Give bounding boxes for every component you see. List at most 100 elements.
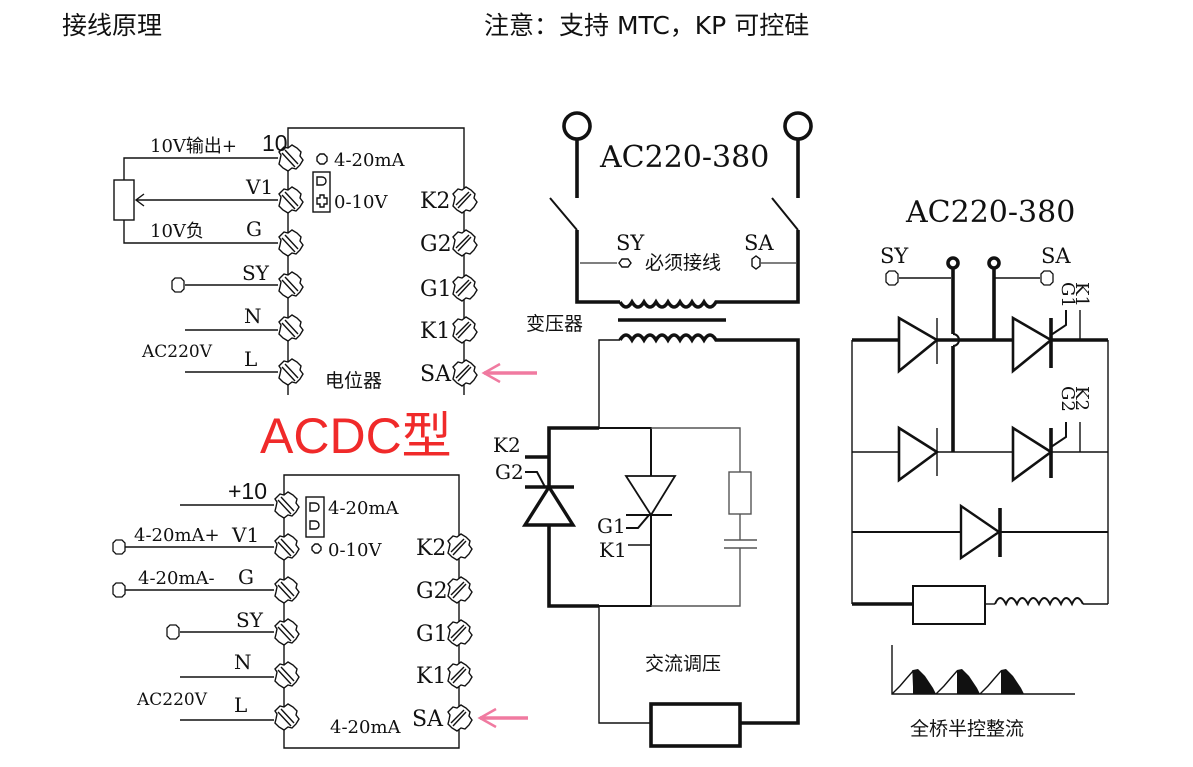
controller-board-bottom: +10 V1 G SY N L 4-20mA+ 4-20mA- AC220V 4… <box>112 474 528 749</box>
bridge-sy-label: SY <box>880 244 909 268</box>
scr-t2-symbol <box>1011 425 1054 483</box>
terminal-label-sa: SA <box>412 707 444 732</box>
plug-sy-icon <box>166 624 180 640</box>
jumper-option-0-10v: 0-10V <box>328 540 382 561</box>
ac-voltage-regulator-circuit: AC220-380 SY SA 必须接线 变压器 K2 G2 <box>493 111 813 748</box>
terminal-l <box>278 358 304 386</box>
terminal-label-g2: G2 <box>420 232 452 257</box>
jumper-pin-icon <box>311 543 322 554</box>
diode-d2-symbol <box>897 425 940 483</box>
scr1-symbol <box>624 475 677 517</box>
potentiometer <box>113 179 135 221</box>
diagram-title: 接线原理 <box>62 11 162 40</box>
rectified-waveform-plot <box>891 645 1075 695</box>
waveform-conduction-area <box>957 669 980 694</box>
compatibility-note: 注意：支持 MTC，KP 可控硅 <box>484 11 809 40</box>
terminal-g2 <box>452 229 478 257</box>
terminal-label-sy: SY <box>236 608 264 632</box>
terminal-label-k2: K2 <box>416 536 446 561</box>
secondary-lead-left <box>598 339 620 428</box>
scr-t2-g2-label: G2 <box>1057 386 1078 412</box>
sa-label: SA <box>744 231 774 255</box>
scr-t1-gate-lead <box>1050 310 1067 336</box>
scr-t2-gate-lead <box>1050 422 1067 448</box>
terminal-label-plus10: 10 <box>262 130 288 156</box>
scr1-g1-lead <box>626 514 650 529</box>
freewheel-diode-symbol <box>959 503 1002 561</box>
sy-label: SY <box>616 231 645 255</box>
must-wire-label: 必须接线 <box>645 252 721 274</box>
terminal-label-k1: K1 <box>416 664 446 689</box>
load-resistor <box>649 702 742 748</box>
primary-lead-right <box>722 230 800 304</box>
bridge-sa-plug-icon <box>1040 270 1054 286</box>
terminal-sa <box>447 704 473 732</box>
bridge-supply-label: AC220-380 <box>905 195 1075 230</box>
wire-label-ac220v: AC220V <box>136 690 208 710</box>
controller-board-top: 10 V1 G SY N L 10V输出+ 10V负 AC220V 4-20mA… <box>113 127 537 395</box>
terminal-v1 <box>274 533 300 561</box>
snubber-lead-top <box>651 427 741 472</box>
primary-lead-left <box>575 230 620 304</box>
ac-regulator-caption: 交流调压 <box>645 653 721 675</box>
jumper-pin-icon <box>316 153 328 165</box>
terminal-label-plus10: +10 <box>228 478 267 504</box>
scr-t1-g1-label: G1 <box>1057 282 1078 308</box>
terminal-label-v1: V1 <box>245 175 273 199</box>
scr1-k1-label: K1 <box>599 538 627 562</box>
terminal-label-g2: G2 <box>416 579 448 604</box>
terminal-label-l: L <box>234 693 247 717</box>
terminal-g1 <box>447 619 473 647</box>
jumper-block <box>312 171 331 213</box>
scr-t1-symbol <box>1011 315 1054 374</box>
terminal-g <box>278 229 304 257</box>
wire-label-10v-neg: 10V负 <box>150 221 204 242</box>
scr1-g1-label: G1 <box>597 514 626 538</box>
terminal-label-sa: SA <box>420 362 452 387</box>
snubber-lead-bottom <box>651 548 741 607</box>
terminal-label-k1: K1 <box>420 319 450 344</box>
load-resistor <box>912 585 986 625</box>
terminal-g <box>274 576 300 604</box>
terminal-label-g: G <box>238 565 254 589</box>
terminal-label-g1: G1 <box>416 622 448 647</box>
board-caption-potentiometer: 电位器 <box>325 370 382 392</box>
terminal-l <box>274 703 300 731</box>
waveform-conduction-area <box>913 669 936 694</box>
terminal-sy <box>274 618 300 646</box>
transformer-secondary-winding <box>618 333 722 344</box>
terminal-plus10 <box>274 491 300 519</box>
jumper-pin-icon <box>316 194 328 208</box>
plug-sy-icon <box>171 277 185 293</box>
terminal-k1 <box>452 316 478 344</box>
supply-terminal-left <box>562 111 592 141</box>
switch-blade-right <box>771 197 799 231</box>
wire-g <box>123 220 278 244</box>
terminal-n <box>274 661 300 689</box>
terminal-label-k2: K2 <box>420 189 450 214</box>
sa-pointer-arrow-icon <box>477 707 528 729</box>
jumper-option-0-10v: 0-10V <box>334 192 388 213</box>
scr-t1-gate-labels: G1 K1 <box>1057 282 1092 308</box>
terminal-label-g1: G1 <box>420 277 452 302</box>
board-outline <box>283 474 460 540</box>
sa-node-icon <box>751 255 761 270</box>
scr2-k2-label: K2 <box>493 433 521 457</box>
scr-block-right-rail <box>599 427 652 607</box>
terminal-k1 <box>447 661 473 689</box>
jumper-cap-icon <box>309 520 320 530</box>
terminal-label-l: L <box>244 347 257 371</box>
switch-blade-left <box>549 197 578 231</box>
half-controlled-bridge-circuit: AC220-380 SY SA G1 K1 <box>851 195 1109 740</box>
wire-label-10v-out: 10V输出+ <box>150 136 237 157</box>
bridge-sa-label: SA <box>1041 244 1071 268</box>
wire-plus10 <box>123 157 278 180</box>
plug-v1-icon <box>112 539 126 555</box>
terminal-k2 <box>452 186 478 214</box>
wiper-arrow-icon <box>134 193 145 207</box>
board-caption-4-20ma: 4-20mA <box>330 717 402 738</box>
terminal-sa <box>452 359 478 387</box>
terminal-label-v1: V1 <box>231 523 259 547</box>
supply-terminal-right <box>783 111 813 141</box>
jumper-option-4-20ma: 4-20mA <box>334 150 406 171</box>
